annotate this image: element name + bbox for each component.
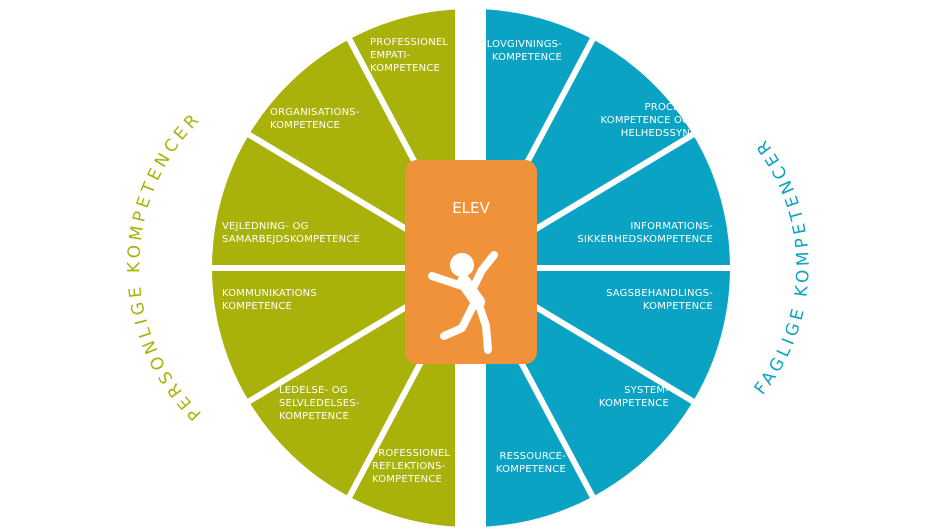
left-segment-label: LEDELSE- OG SELVLEDELSES- KOMPETENCE	[279, 385, 360, 422]
right-segment	[486, 277, 693, 497]
left-segment	[212, 268, 455, 402]
left-arc-label-text: PERSONLIGE KOMPETENCER	[124, 108, 201, 424]
right-segment	[486, 134, 730, 268]
right-segment-label: SYSTEM- KOMPETENCE	[599, 385, 669, 409]
right-segment-label-line: RESSOURCE-	[499, 451, 566, 462]
right-segment-label: SAGSBEHANDLINGS- KOMPETENCE	[606, 288, 713, 312]
left-segment-label-line: REFLEKTIONS-	[372, 461, 446, 472]
left-segment-label: ORGANISATIONS- KOMPETENCE	[270, 107, 360, 131]
left-segment-label-line: PROFESSIONEL	[372, 448, 450, 459]
left-segment-label-line: LEDELSE- OG	[279, 385, 348, 396]
left-segment-label-line: PROFESSIONEL	[370, 37, 448, 48]
left-segment-label-line: EMPATI-	[370, 50, 411, 61]
left-segment-label-line: KOMPETENCE	[279, 411, 349, 422]
right-segment	[486, 268, 730, 402]
right-segment-label-line: HELHEDSSYN	[621, 128, 690, 139]
left-segment-label-line: SAMARBEJDSKOMPETENCE	[222, 234, 360, 245]
left-segment-label-line: KOMPETENCE	[270, 120, 340, 131]
right-segment-label-line: KOMPETENCE	[492, 52, 562, 63]
right-segment-label: PROCES- KOMPETENCE OG HELHEDSSYN	[601, 102, 691, 139]
left-segment-label: PROFESSIONEL REFLEKTIONS- KOMPETENCE	[372, 448, 450, 485]
right-arc-label-text: FAGLIGE KOMPETENCER	[751, 133, 810, 398]
right-segment-label-line: LOVGIVNINGS-	[487, 39, 562, 50]
right-segment-label-line: KOMPETENCE	[496, 464, 566, 475]
right-segment-label-line: KOMPETENCE OG	[601, 115, 690, 126]
left-segment-label: VEJLEDNING- OG SAMARBEJDSKOMPETENCE	[222, 221, 360, 245]
right-segment	[486, 39, 693, 259]
right-arc-label: FAGLIGE KOMPETENCER	[751, 133, 814, 398]
right-segment-label-line: KOMPETENCE	[599, 398, 669, 409]
right-segment-label-line: PROCES-	[644, 102, 690, 113]
left-segment-label-line: KOMPETENCE	[372, 474, 442, 485]
right-segment-label-line: INFORMATIONS-	[630, 221, 713, 232]
left-segment	[249, 277, 455, 497]
left-segment-label: KOMMUNIKATIONS KOMPETENCE	[222, 288, 317, 312]
left-segment-label-line: KOMPETENCE	[370, 63, 440, 74]
right-segment-label-line: SIKKERHEDSKOMPETENCE	[577, 234, 713, 245]
left-segment-label-line: SELVLEDELSES-	[279, 398, 360, 409]
right-segment-label: INFORMATIONS- SIKKERHEDSKOMPETENCE	[577, 221, 713, 245]
left-segment-label-line: VEJLEDNING- OG	[222, 221, 309, 232]
jumping-person-icon	[428, 251, 498, 354]
left-arc-label: PERSONLIGE KOMPETENCER	[124, 108, 205, 424]
center-label: ELEV	[452, 199, 490, 217]
right-segment-label-line: SAGSBEHANDLINGS-	[606, 288, 713, 299]
right-segment-label: LOVGIVNINGS- KOMPETENCE	[487, 39, 562, 63]
left-segment-label-line: KOMMUNIKATIONS	[222, 288, 317, 299]
right-segment-label-line: SYSTEM-	[624, 385, 669, 396]
left-segment	[212, 134, 455, 268]
left-segment-label: PROFESSIONEL EMPATI- KOMPETENCE	[370, 37, 448, 74]
left-segment-label-line: KOMPETENCE	[222, 301, 292, 312]
left-segment-label-line: ORGANISATIONS-	[270, 107, 360, 118]
right-segment-label-line: KOMPETENCE	[643, 301, 713, 312]
right-segment-label: RESSOURCE- KOMPETENCE	[496, 451, 566, 475]
left-segment	[249, 39, 455, 259]
